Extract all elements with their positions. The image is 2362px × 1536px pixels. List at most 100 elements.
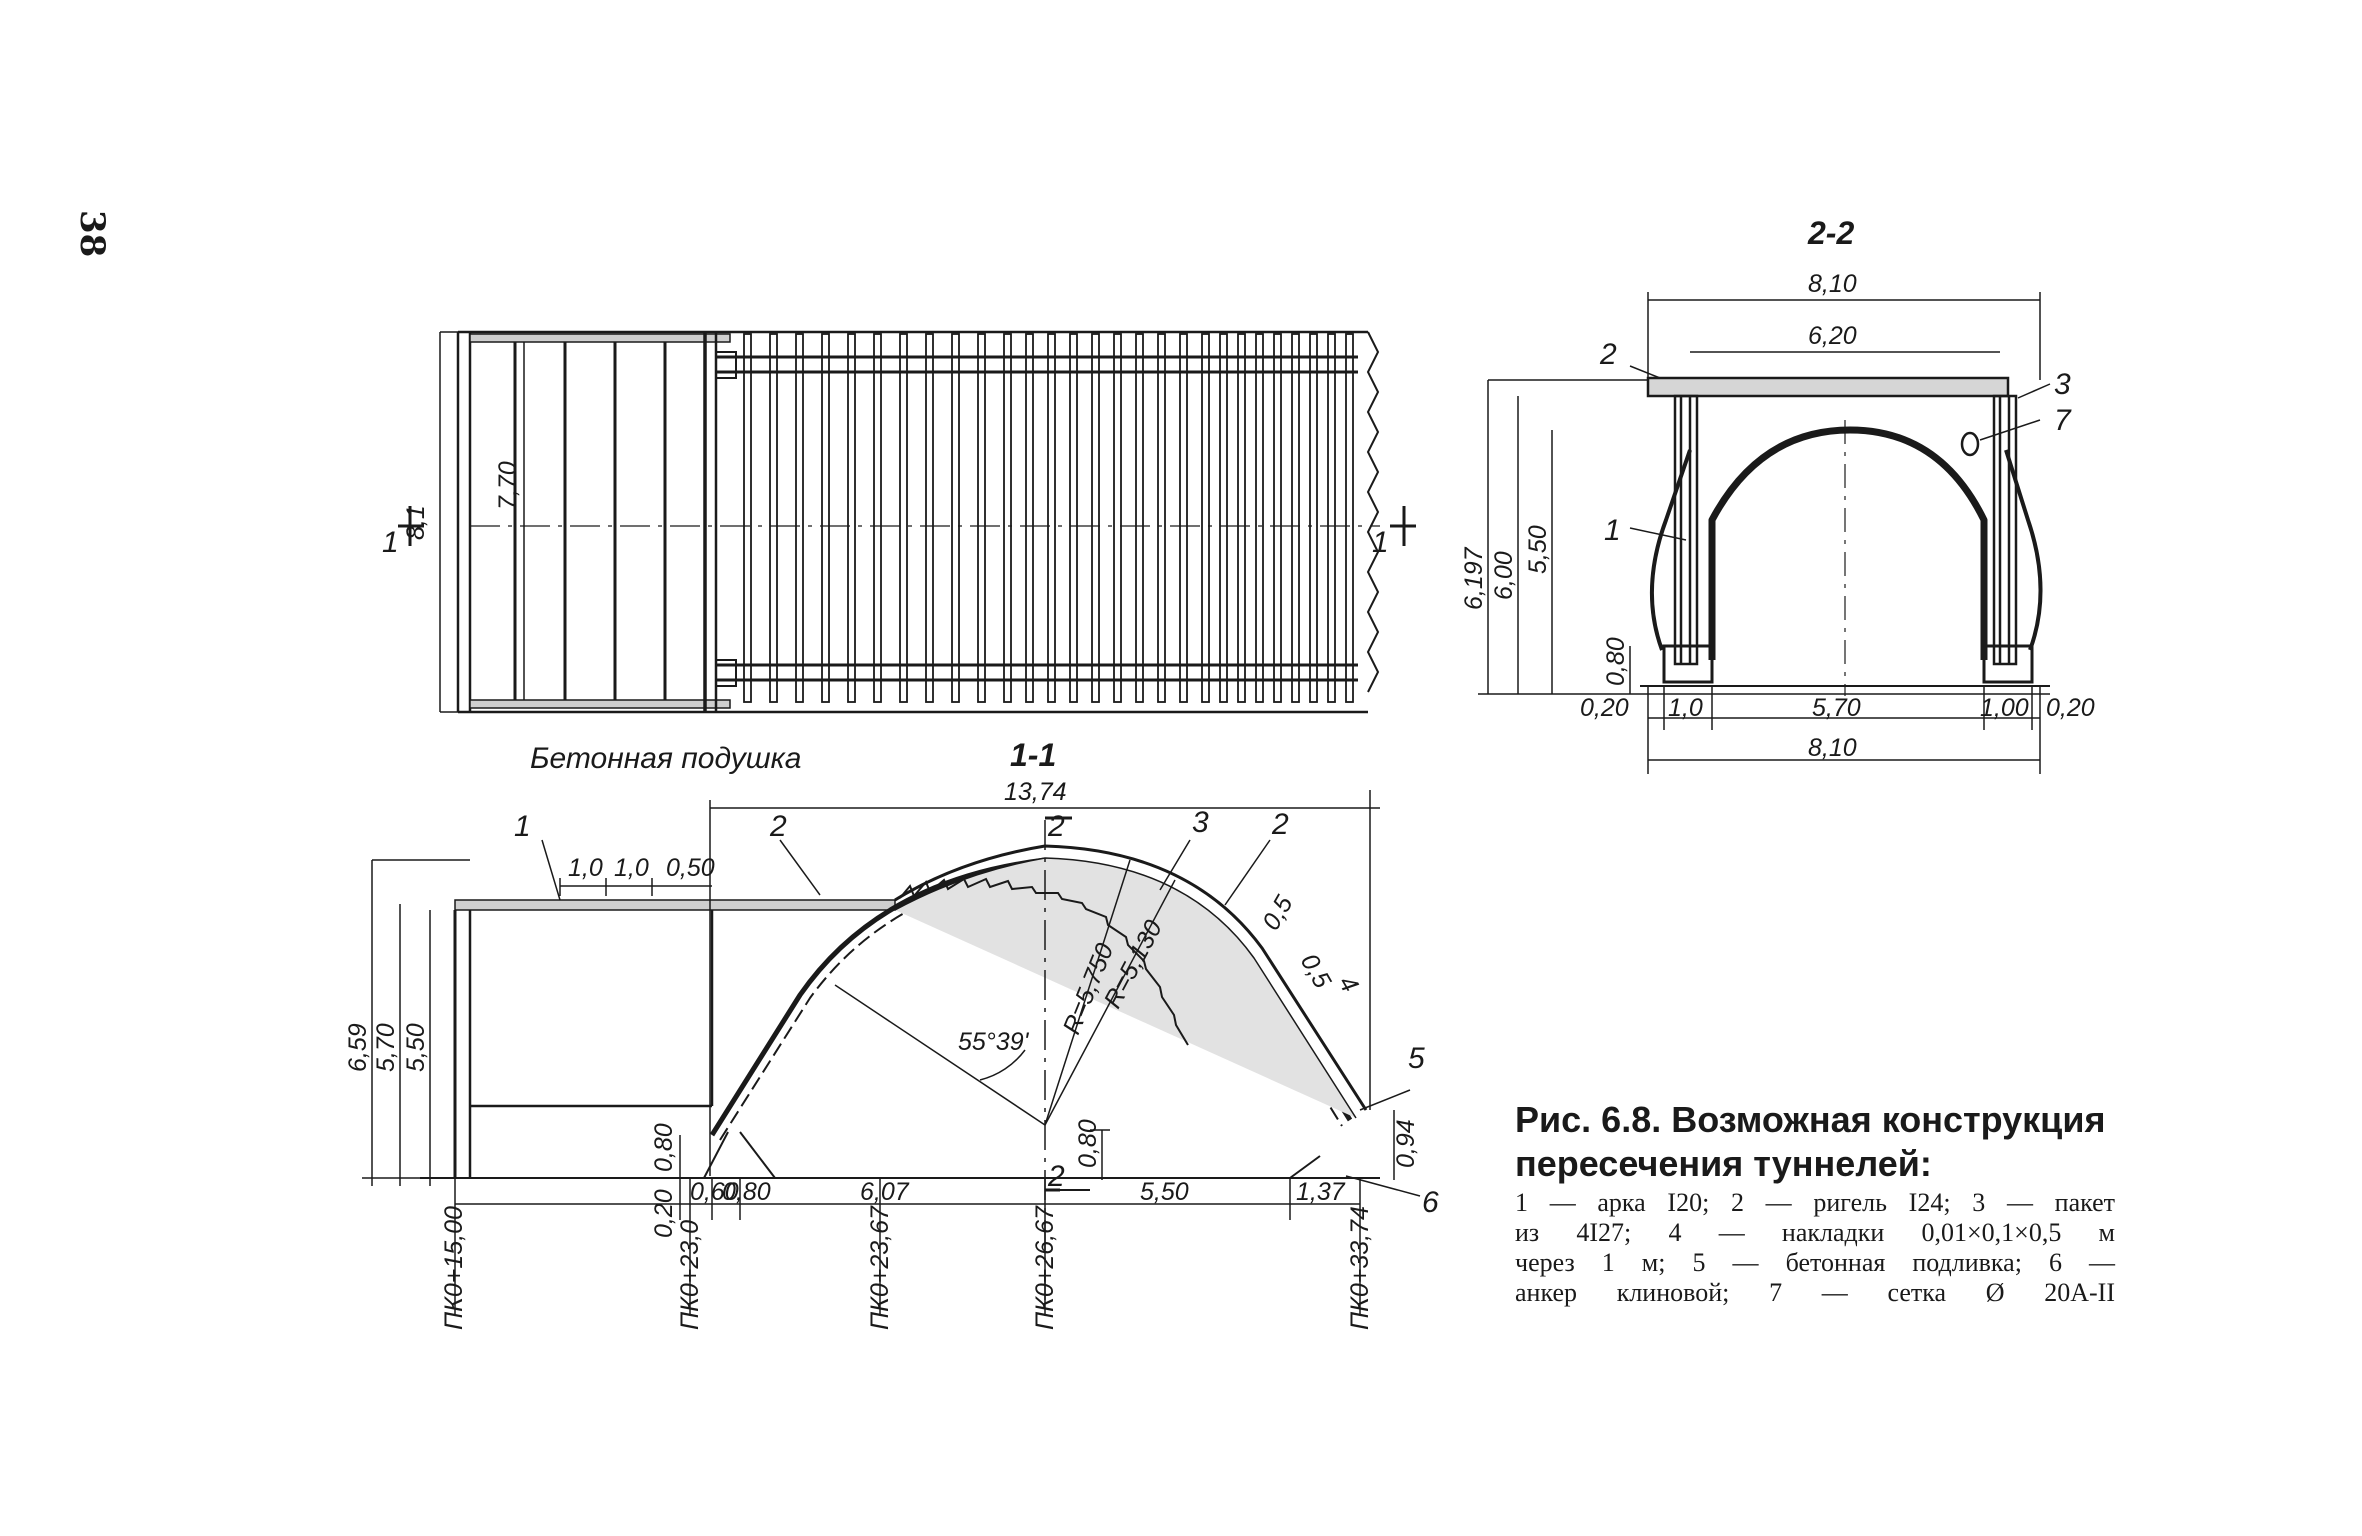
- section-1-1-callout-5: 5: [1408, 1042, 1425, 1075]
- section-1-1-spacing-2: 1,0: [614, 854, 649, 882]
- section-1-1-arch: [709, 844, 1368, 1141]
- plan-view: [398, 330, 1416, 714]
- section-2-2-bottom-2: 1,0: [1668, 694, 1703, 722]
- plan-arch-rib: [1327, 333, 1336, 703]
- section-1-1-span-3: 1,37: [1296, 1178, 1346, 1206]
- plan-arch-rib: [1113, 333, 1122, 703]
- plan-arch-rib: [769, 333, 778, 703]
- section-2-2-bottom-total: 8,10: [1808, 734, 1857, 762]
- section-2-2-callout-1: 1: [1604, 514, 1621, 547]
- section-2-2-marker-bottom: 2: [1047, 1160, 1065, 1193]
- section-1-1-radii: [834, 859, 1176, 1126]
- section-2-2-posts: [1662, 394, 2034, 684]
- plan-arch-rib: [1135, 333, 1144, 703]
- plan-cut-mark-right-label: 1: [1372, 526, 1389, 559]
- lining-label-1: 0,5: [1257, 891, 1299, 935]
- section-1-1-callout-6: 6: [1422, 1186, 1439, 1219]
- plan-arch-rib: [1069, 333, 1078, 703]
- section-1-1-arch-teeth: [899, 877, 1189, 1046]
- plan-arch-rib: [1157, 333, 1166, 703]
- section-2-2-bottom-4: 1,00: [1980, 694, 2029, 722]
- plan-arch-rib: [951, 333, 960, 703]
- section-2-2-top-total: 8,10: [1808, 270, 1857, 298]
- concrete-cushion-label: Бетонная подушка: [530, 742, 801, 775]
- section-1-1-total-length: 13,74: [1004, 778, 1067, 806]
- caption-line-4: анкер клиновой; 7 — сетка Ø 20А-II: [1515, 1278, 2115, 1307]
- station-1: ПК0+15,00: [440, 1206, 468, 1330]
- plan-arch-rib: [743, 333, 752, 703]
- plan-arch-rib: [1255, 333, 1264, 703]
- station-5: ПК0+33,74: [1346, 1206, 1374, 1330]
- section-2-2-marker-top: 2: [1047, 810, 1065, 843]
- station-3: ПК0+23,67: [866, 1205, 894, 1330]
- section-1-1: [362, 790, 1421, 1316]
- plan-arch-rib: [1201, 333, 1210, 703]
- plan-crossbeams: [513, 342, 667, 700]
- section-1-1-height-2: 5,70: [372, 1023, 400, 1072]
- section-1-1-span-1: 6,07: [860, 1178, 910, 1206]
- plan-arch-rib: [1273, 333, 1282, 703]
- plan-cut-mark-left-label: 1: [382, 526, 399, 559]
- section-2-2-title: 2-2: [1807, 215, 1854, 251]
- plan-arch-rib: [1047, 333, 1056, 703]
- section-2-2-callout-2: 2: [1599, 338, 1617, 371]
- section-1-1-span-2: 5,50: [1140, 1178, 1189, 1206]
- caption-line-2: из 4I27; 4 — накладки 0,01×0,1×0,5 м: [1515, 1218, 2115, 1247]
- plan-arch-rib: [1003, 333, 1012, 703]
- plan-arch-rib: [1179, 333, 1188, 703]
- section-1-1-small-5: 0,80: [1074, 1119, 1102, 1168]
- section-2-2-bottom-3: 5,70: [1812, 694, 1861, 722]
- section-2-2-height-4: 0,80: [1602, 637, 1630, 686]
- section-1-1-spacing-1: 1,0: [568, 854, 603, 882]
- section-2-2: [1478, 292, 2051, 774]
- figure-caption-legend: 1 — арка I20; 2 — ригель I24; 3 — пакет …: [1515, 1188, 2115, 1308]
- figure-caption-title: Рис. 6.8. Возможная конструкция пересече…: [1515, 1098, 2115, 1186]
- caption-line-3: через 1 м; 5 — бетонная подливка; 6 —: [1515, 1248, 2115, 1277]
- plan-longitudinal-beams: [715, 351, 1358, 687]
- station-2: ПК0+23,0: [676, 1220, 704, 1330]
- section-1-1-small-4: 0,80: [722, 1178, 771, 1206]
- section-1-1-small-3: 0,60: [690, 1178, 739, 1206]
- section-2-2-bottom-1: 0,20: [1580, 694, 1629, 722]
- section-2-2-callout-7: 7: [2054, 404, 2072, 437]
- plan-arch-rib: [977, 333, 986, 703]
- plan-cut-mark-right: [1390, 506, 1416, 546]
- section-1-1-small-2: 0,20: [650, 1189, 678, 1238]
- plan-outline: [456, 330, 1380, 714]
- plan-arch-rib: [873, 333, 882, 703]
- section-2-2-labels: 2-2 8,10 6,20 6,197 6,00 5,50 0,80 0,20 …: [1460, 215, 2095, 762]
- section-1-1-small-6: 0,94: [1392, 1119, 1420, 1168]
- section-1-1-height-1: 6,59: [344, 1023, 372, 1072]
- section-1-1-height-3: 5,50: [402, 1023, 430, 1072]
- plan-arch-rib: [795, 333, 804, 703]
- plan-arch-rib: [1291, 333, 1300, 703]
- section-2-2-height-1: 6,197: [1460, 546, 1488, 610]
- plan-arch-rib: [1219, 333, 1228, 703]
- lining-label-3: 4: [1333, 971, 1364, 997]
- section-1-1-walls: [453, 899, 896, 1178]
- section-1-1-callout-1: 1: [514, 810, 531, 843]
- plan-cut-mark-left: [398, 506, 424, 546]
- section-2-2-crossbeam: [1646, 376, 2010, 398]
- plan-arch-rib: [899, 333, 908, 703]
- section-2-2-arch: [1708, 426, 1988, 660]
- plan-break-line: [1366, 331, 1380, 693]
- section-2-2-callout-3: 3: [2054, 368, 2071, 401]
- caption-title-line-2: пересечения туннелей:: [1515, 1143, 1932, 1184]
- plan-arch-rib: [1345, 333, 1354, 703]
- plan-arch-rib: [925, 333, 934, 703]
- plan-arch-rib: [847, 333, 856, 703]
- section-1-1-callout-3: 3: [1192, 806, 1209, 839]
- section-2-2-bottom-5: 0,20: [2046, 694, 2095, 722]
- section-1-1-small-1: 0,80: [650, 1123, 678, 1172]
- plan-arch-rib: [1237, 333, 1246, 703]
- section-1-1-title: 1-1: [1010, 737, 1056, 773]
- section-2-2-top-inner: 6,20: [1808, 322, 1857, 350]
- caption-line-1: 1 — арка I20; 2 — ригель I24; 3 — пакет: [1515, 1188, 2115, 1217]
- section-1-1-callout-2a: 2: [769, 810, 787, 843]
- plan-arch-rib: [1309, 333, 1318, 703]
- plan-labels: 1 1 8,1 7,70 Бетонная подушка: [382, 461, 1389, 775]
- section-1-1-callout-2b: 2: [1271, 808, 1289, 841]
- plan-width-label: 8,1: [402, 505, 430, 540]
